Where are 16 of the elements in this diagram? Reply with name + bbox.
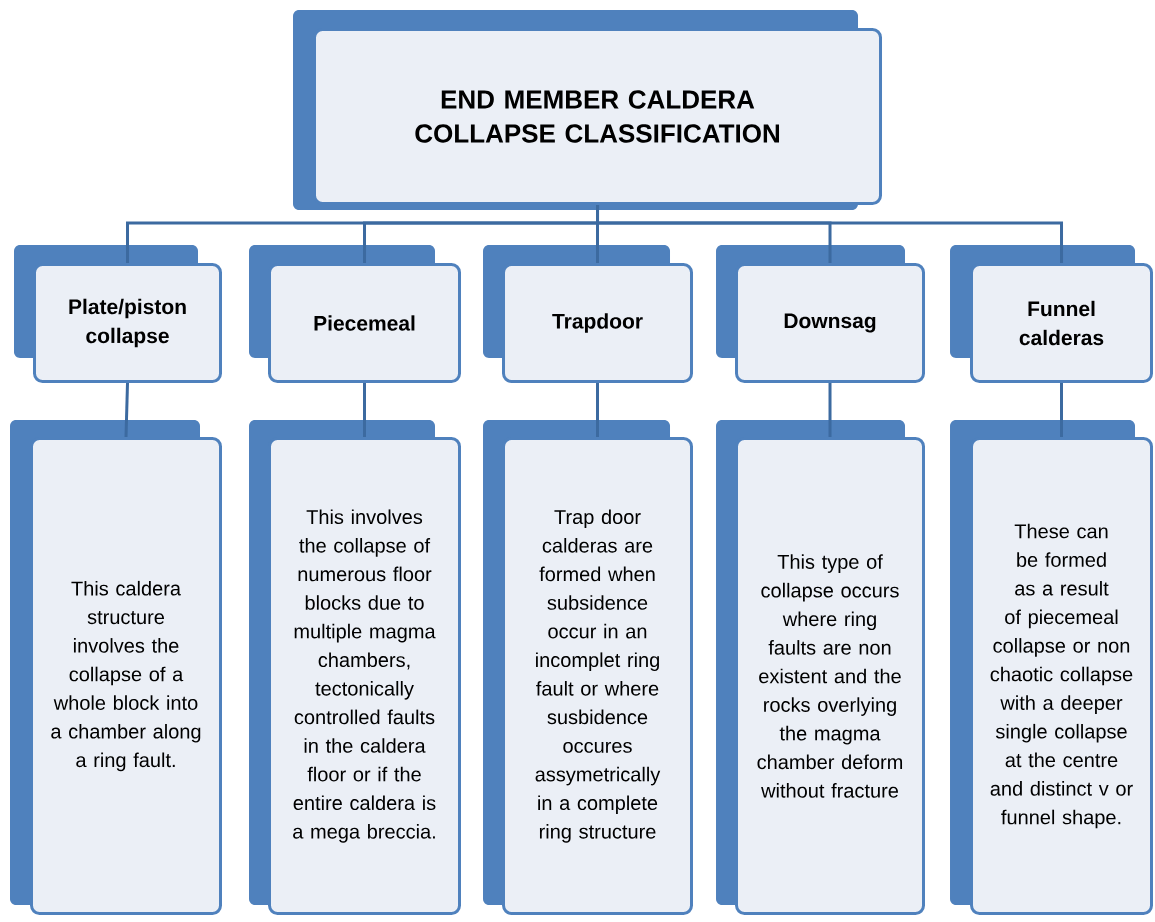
description-box: Trap door calderas are formed when subsidence occur in an incomplet ring fault or where susbidence occures assymetrically in a complete ring structure [483,420,693,915]
connector-line [596,383,599,437]
category-box: Plate/piston collapse [14,245,222,383]
connector-line [363,383,366,437]
description-box: This type of collapse occurs where ring faults are non existent and the rocks overlying the magma chamber deform without fracture [716,420,925,915]
connector-line [828,383,832,437]
connector-line [1060,383,1063,437]
category-box: Downsag [716,245,925,383]
description-box: This caldera structure involves the collapse of a whole block into a chamber along a ring fault. [10,420,222,915]
category-box: Trapdoor [483,245,693,383]
description-box: This involves the collapse of numerous floor blocks due to multiple magma chambers, tectonically controlled faults in the caldera floor or if the entire caldera is a mega breccia. [249,420,461,915]
connector-line [124,382,129,438]
category-box: Piecemeal [249,245,461,383]
title-box: END MEMBER CALDERA COLLAPSE CLASSIFICATION [293,10,882,210]
description-box: These can be formed as a result of piecemeal collapse or non chaotic collapse with a deeper single collapse at the centre and distinct v or funnel shape. [950,420,1153,915]
category-box: Funnel calderas [950,245,1153,383]
